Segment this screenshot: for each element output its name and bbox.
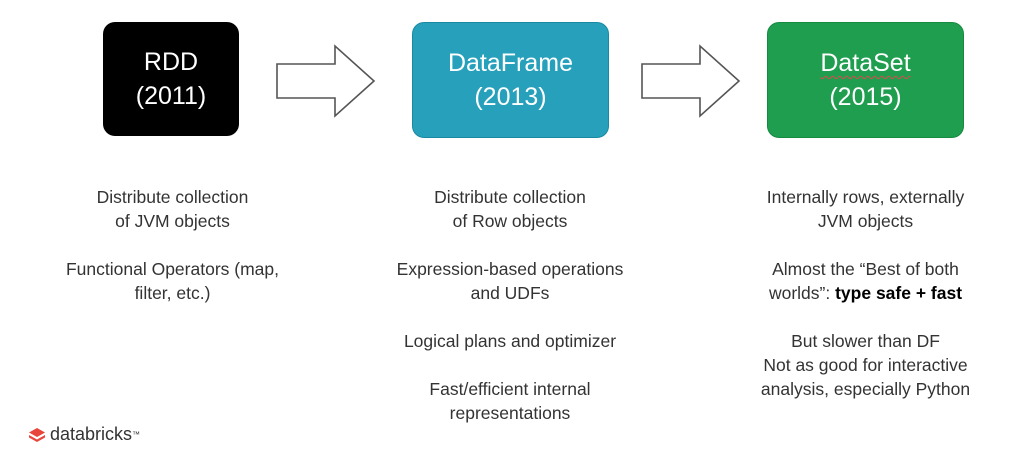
arrow-right-icon (276, 44, 376, 118)
rdd-description: Distribute collection of JVM objects Fun… (40, 185, 305, 329)
text-line: filter, etc.) (134, 283, 211, 303)
dataframe-title: DataFrame (447, 49, 574, 77)
arrow-right-icon (641, 44, 741, 118)
text-line: of JVM objects (115, 211, 230, 231)
trademark-mark: ™ (132, 430, 141, 439)
text-line: Expression-based operations (396, 259, 624, 279)
text-line: Not as good for interactive (763, 355, 968, 375)
text-line: Functional Operators (map, (65, 259, 279, 279)
text-line: and UDFs (470, 283, 550, 303)
text-line: analysis, especially Python (760, 379, 971, 399)
dataset-point: Internally rows, externally JVM objects (728, 185, 1003, 233)
logo-text: databricks (50, 424, 133, 444)
text-line: Almost the “Best of both (772, 259, 959, 279)
rdd-point: Functional Operators (map, filter, etc.) (40, 257, 305, 305)
dataframe-node: DataFrame (2013) (412, 22, 609, 138)
dataframe-point: Fast/efficient internal representations (375, 377, 645, 425)
rdd-node: RDD (2011) (103, 22, 239, 136)
dataset-title: DataSet (820, 49, 911, 77)
text-line: Fast/efficient internal (429, 379, 591, 399)
dataset-year: (2015) (829, 83, 902, 111)
text-line: Internally rows, externally (766, 187, 965, 207)
text-line: of Row objects (452, 211, 568, 231)
text-line: worlds”: (768, 283, 836, 303)
dataframe-description: Distribute collection of Row objects Exp… (375, 185, 645, 449)
dataframe-point: Expression-based operations and UDFs (375, 257, 645, 305)
dataset-point: But slower than DF Not as good for inter… (728, 329, 1003, 401)
rdd-year: (2011) (135, 82, 207, 110)
text-line: But slower than DF (791, 331, 940, 351)
text-line: Logical plans and optimizer (403, 331, 617, 351)
rdd-title: RDD (143, 48, 199, 76)
dataset-description: Internally rows, externally JVM objects … (728, 185, 1003, 425)
text-line: representations (449, 403, 571, 423)
text-line: Distribute collection (96, 187, 249, 207)
databricks-logo-icon (29, 427, 45, 442)
dataset-node: DataSet (2015) (767, 22, 964, 138)
emphasis-text: type safe + fast (835, 283, 963, 303)
dataframe-point: Distribute collection of Row objects (375, 185, 645, 233)
text-line: Distribute collection (434, 187, 586, 207)
text-line: JVM objects (817, 211, 914, 231)
dataframe-point: Logical plans and optimizer (375, 329, 645, 353)
dataframe-year: (2013) (474, 83, 547, 111)
rdd-point: Distribute collection of JVM objects (40, 185, 305, 233)
dataset-point: Almost the “Best of both worlds”: type s… (728, 257, 1003, 305)
